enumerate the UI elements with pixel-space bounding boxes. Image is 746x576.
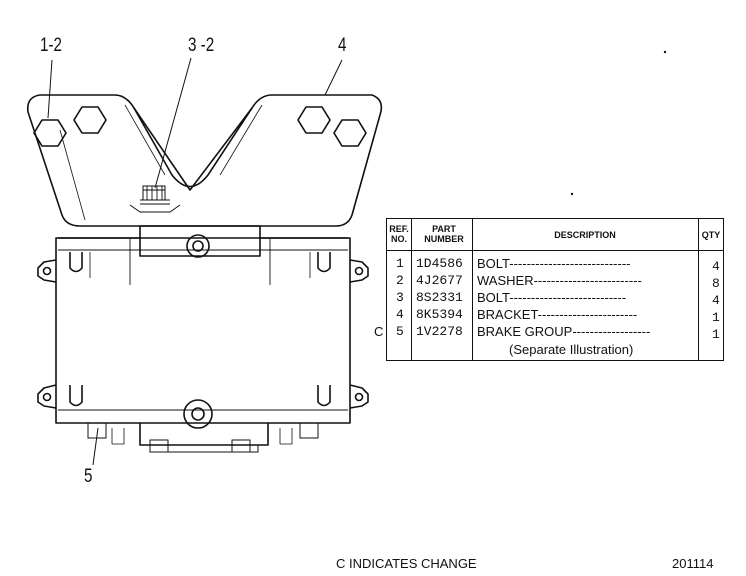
header-part-number: PART NUMBER xyxy=(424,224,464,244)
bolt-head-1 xyxy=(33,119,67,147)
qty-cell: 4 xyxy=(712,259,720,274)
bolt-head-2 xyxy=(73,106,107,134)
header-ref-no: REF. NO. xyxy=(389,224,409,244)
figure-number: 201114 xyxy=(672,556,714,571)
description-cell: BRACKET----------------------- xyxy=(477,307,638,322)
speck xyxy=(663,50,667,54)
header-description: DESCRIPTION xyxy=(554,230,616,240)
ref-cell: 3 xyxy=(396,290,404,305)
qty-cell: 4 xyxy=(712,293,720,308)
description-cell: BRAKE GROUP------------------ xyxy=(477,324,651,339)
callout-4: 4 xyxy=(338,35,347,56)
brake-group-drawing xyxy=(37,225,369,453)
ref-cell: 1 xyxy=(396,256,404,271)
description-cell: WASHER------------------------- xyxy=(477,273,642,288)
qty-cell: 1 xyxy=(712,310,720,325)
bolt-head-3 xyxy=(297,106,331,134)
qty-cell: 8 xyxy=(712,276,720,291)
part-number-cell: 1D4586 xyxy=(416,256,463,271)
part-number-cell: 8K5394 xyxy=(416,307,463,322)
part-number-cell: 1V2278 xyxy=(416,324,463,339)
bolt-head-4 xyxy=(333,119,367,147)
speck xyxy=(570,192,574,196)
part-number-cell: 8S2331 xyxy=(416,290,463,305)
bracket-drawing xyxy=(26,94,383,227)
qty-cell: 1 xyxy=(712,327,720,342)
ref-cell: 4 xyxy=(396,307,404,322)
callout-1-2: 1-2 xyxy=(40,35,62,56)
callout-5: 5 xyxy=(84,466,93,487)
header-qty: QTY xyxy=(701,230,721,240)
description-cell: BOLT---------------------------- xyxy=(477,256,631,271)
description-cell: BOLT--------------------------- xyxy=(477,290,627,305)
separate-illustration-note: (Separate Illustration) xyxy=(509,342,634,357)
change-marker: C xyxy=(374,324,384,339)
callout-leaders xyxy=(47,57,343,466)
change-note: C INDICATES CHANGE xyxy=(336,556,477,571)
parts-table: REF. NO. PART NUMBER DESCRIPTION QTY 1 1… xyxy=(386,218,724,361)
callout-3-2: 3 -2 xyxy=(188,35,215,56)
part-number-cell: 4J2677 xyxy=(416,273,463,288)
ref-cell: 2 xyxy=(396,273,404,288)
ref-cell: 5 xyxy=(396,324,404,339)
